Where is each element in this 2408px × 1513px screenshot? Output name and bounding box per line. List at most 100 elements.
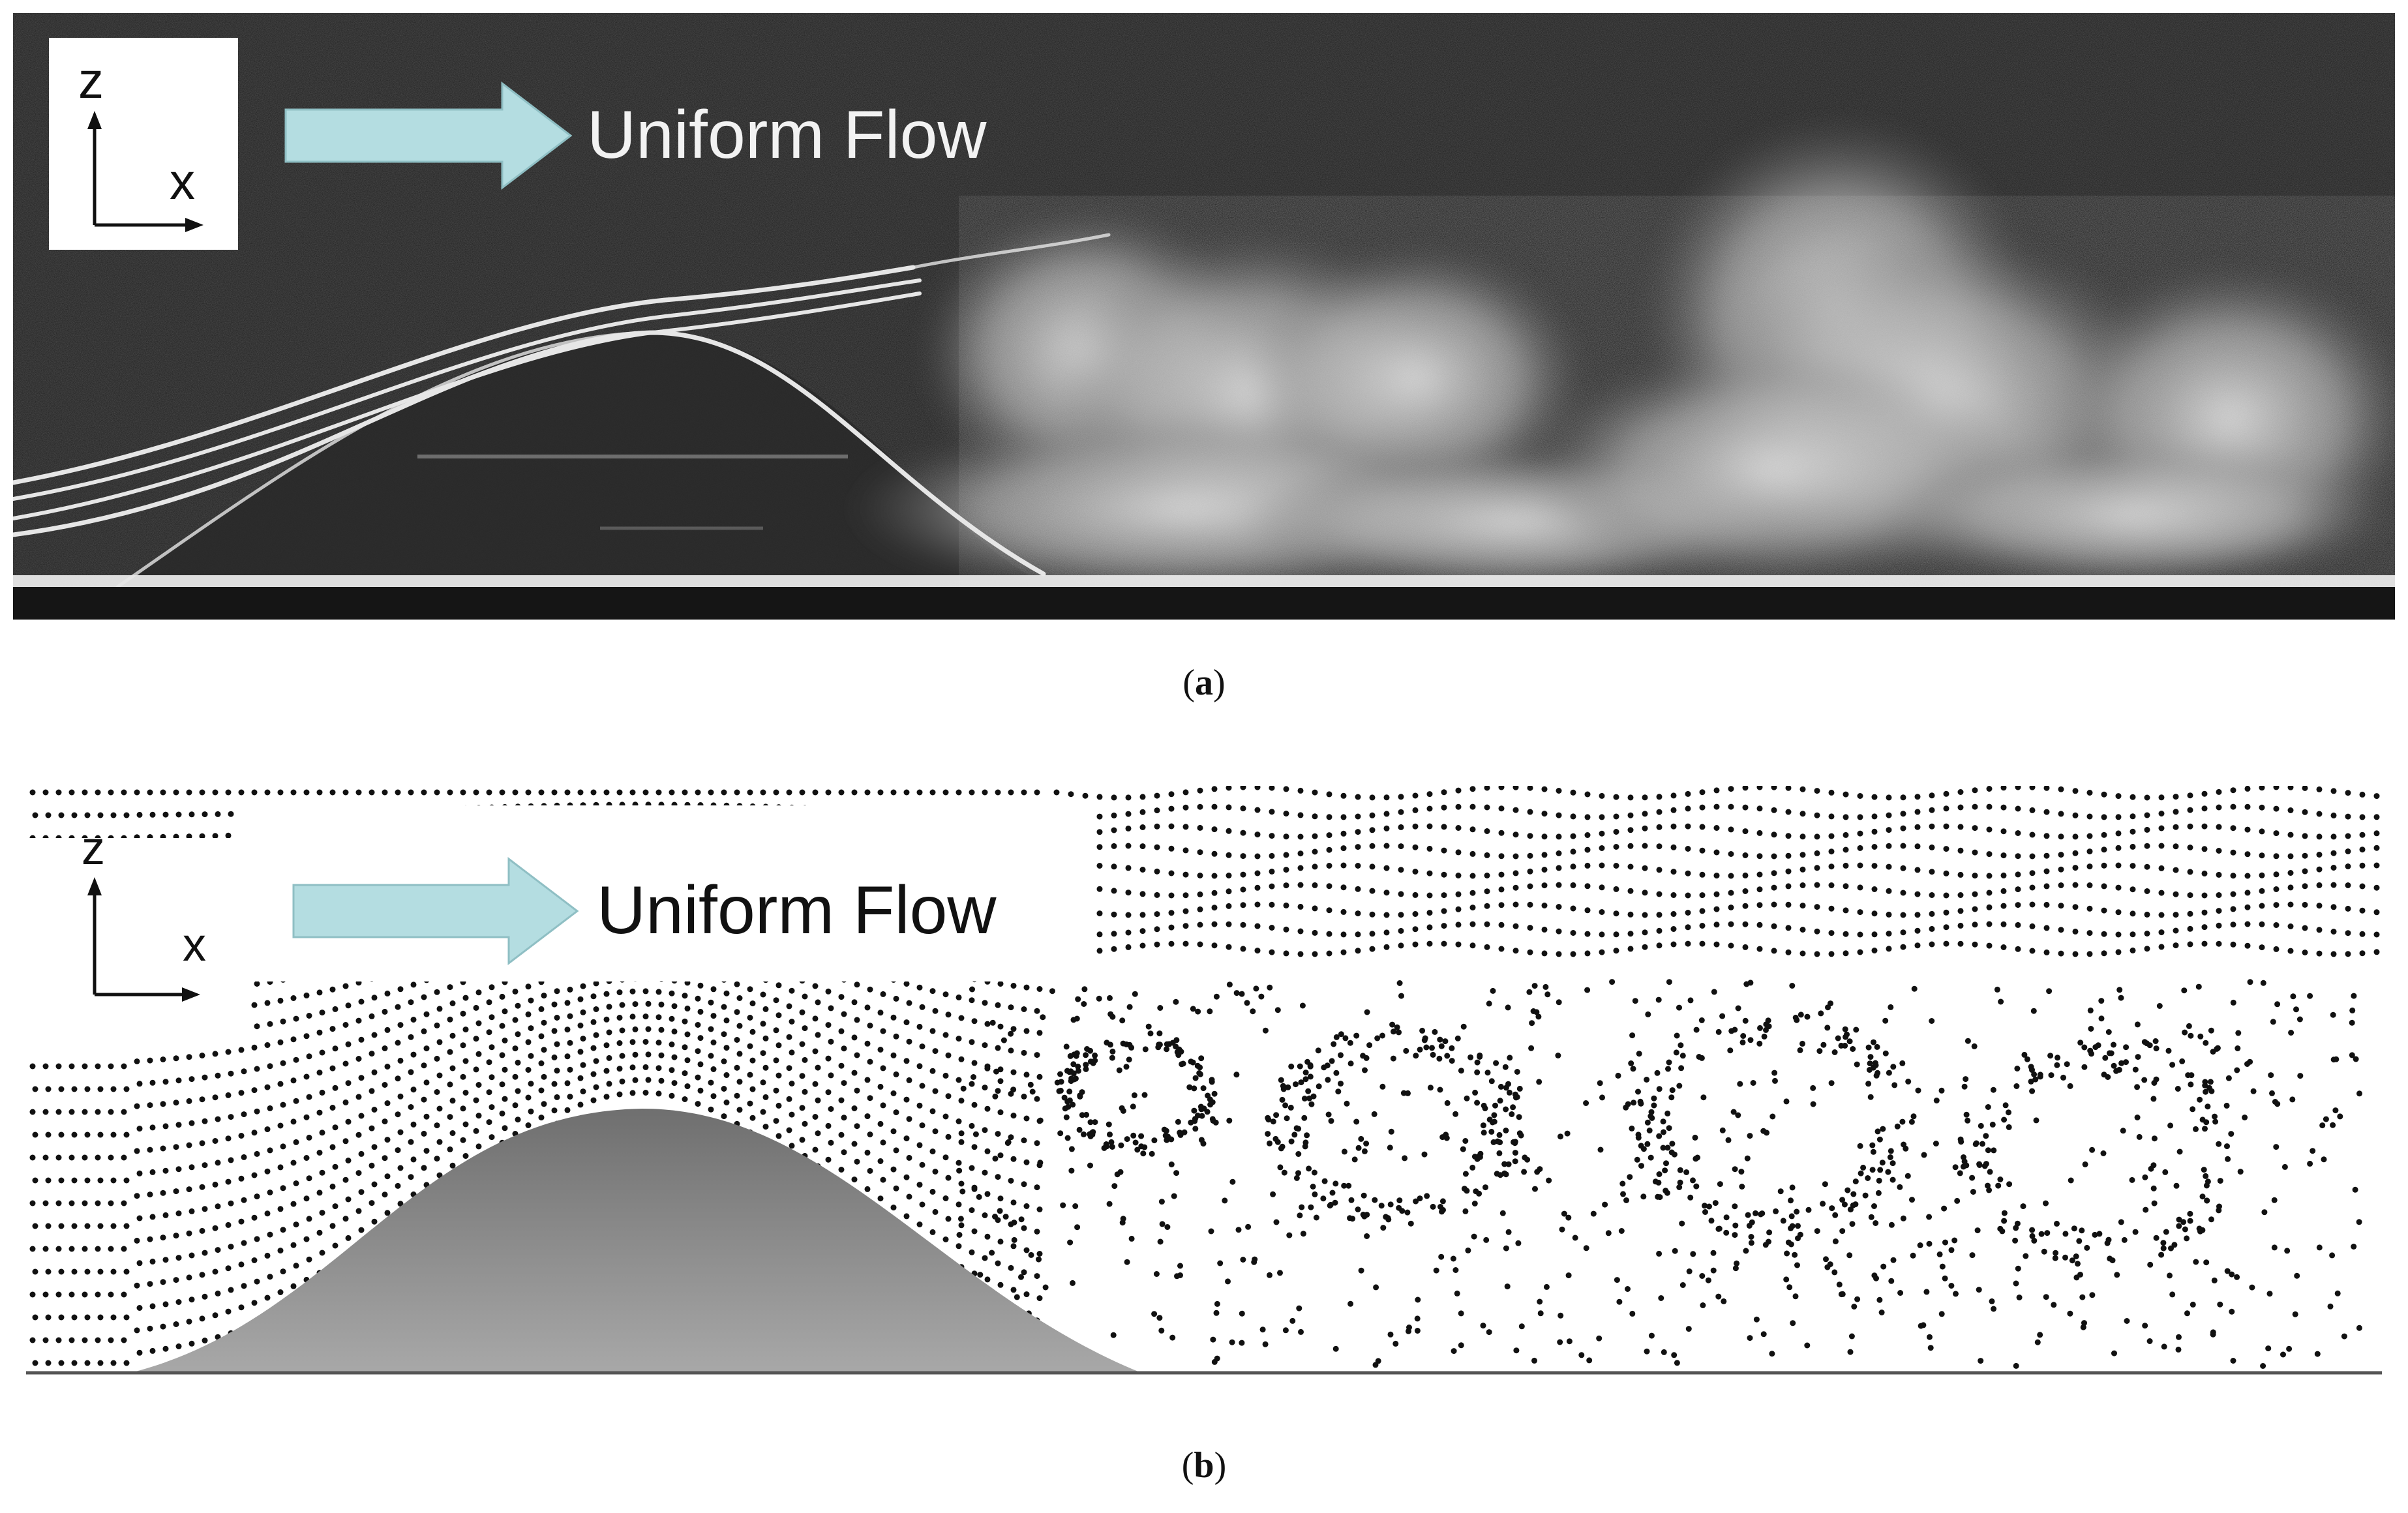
tracer-particle [2359,862,2366,869]
tracer-particle [1340,830,1347,837]
tracer-particle [2242,1115,2248,1120]
tracer-particle [136,1349,143,1356]
tracer-particle [173,1233,179,1239]
tracer-particle [2204,1197,2210,1204]
tracer-particle [1854,1061,1860,1068]
tracer-particle [1342,1035,1349,1041]
tracer-particle [2052,1255,2058,1261]
tracer-particle [1599,814,1605,820]
tracer-particle [1728,1028,1735,1034]
tracer-particle [2101,831,2107,838]
tracer-particle [1293,1081,1299,1088]
tracer-particle [919,1122,926,1129]
tracer-particle [408,1034,414,1040]
tracer-particle [1387,1145,1393,1151]
tracer-particle [1739,1039,1746,1045]
tracer-particle [1139,843,1146,850]
tracer-particle [1197,921,1203,928]
tracer-particle [577,996,584,1002]
tracer-particle [1413,1198,1419,1205]
tracer-particle [1795,1235,1801,1242]
tracer-particle [1269,868,1275,875]
tracer-particle [1716,1225,1723,1232]
tracer-particle [1728,803,1734,810]
tracer-particle [1498,853,1505,860]
tracer-particle [2115,862,2122,869]
tracer-particle [2068,1177,2074,1184]
tracer-particle [462,995,469,1001]
tracer-particle [1505,1229,1512,1235]
tracer-particle [1010,1026,1017,1032]
tracer-particle [1685,924,1691,931]
tracer-particle [1889,1176,1896,1183]
tracer-particle [1254,901,1261,908]
tracer-particle [2302,809,2308,815]
tracer-particle [655,789,662,796]
tracer-particle [2201,805,2208,812]
tracer-particle [1375,1358,1381,1364]
tracer-particle [1843,931,1849,937]
tracer-particle [2330,1122,2336,1128]
tracer-particle [838,1097,845,1103]
tracer-particle [267,1190,273,1195]
tracer-particle [1957,871,1964,878]
tracer-particle [997,1078,1004,1085]
tracer-particle [2184,1310,2190,1317]
tracer-particle [1304,1132,1310,1139]
tracer-particle [723,1017,730,1024]
tracer-particle [867,1095,873,1101]
tracer-particle [395,789,401,796]
tracer-particle [475,1020,482,1026]
tracer-particle [1449,1045,1455,1051]
tracer-particle [1857,814,1863,820]
tracer-particle [1267,984,1273,991]
caption-a: (a) [1182,663,1226,703]
tracer-particle [984,1233,991,1240]
tracer-particle [2273,946,2280,952]
tracer-particle [1929,941,1935,948]
tracer-particle [1556,812,1562,818]
tracer-particle [1132,991,1138,997]
tracer-particle [932,1169,939,1175]
tracer-particle [97,1131,104,1138]
tracer-particle [838,1167,845,1173]
tracer-particle [264,1042,271,1048]
tracer-particle [734,1064,740,1071]
tracer-particle [332,1163,339,1170]
tracer-particle [2101,950,2107,957]
tracer-particle [2000,872,2007,878]
tracer-particle [2316,903,2323,909]
tracer-particle [68,1154,75,1161]
tracer-particle [1226,888,1232,895]
tracer-particle [2072,904,2079,910]
tracer-particle [2259,786,2265,791]
tracer-particle [1338,1031,1344,1038]
tracer-particle [1874,1070,1881,1076]
tracer-particle [997,1238,1004,1245]
tracer-particle [502,1008,508,1015]
tracer-particle [890,1014,897,1021]
tracer-particle [1890,1257,1897,1263]
tracer-particle [1297,951,1304,957]
tracer-particle [2187,892,2193,899]
tracer-particle [1875,1190,1882,1196]
tracer-particle [2046,988,2053,995]
tracer-particle [682,1096,688,1102]
tracer-particle [2259,828,2265,835]
tracer-particle [995,1174,1001,1180]
tracer-particle [1157,1238,1164,1245]
tracer-particle [2214,1045,2220,1052]
tracer-particle [971,1184,978,1191]
tracer-particle [697,1061,704,1068]
tracer-particle [2160,1240,2167,1246]
tracer-particle [1036,986,1043,992]
tracer-particle [1742,786,1749,791]
tracer-particle [956,1118,962,1124]
tracer-particle [1283,811,1289,816]
tracer-particle [1426,870,1433,876]
tracer-particle [2080,1324,2086,1330]
tracer-particle [1139,824,1146,830]
tracer-particle [1766,1229,1773,1236]
tracer-particle [1269,883,1275,890]
tracer-particle [1738,1169,1745,1175]
